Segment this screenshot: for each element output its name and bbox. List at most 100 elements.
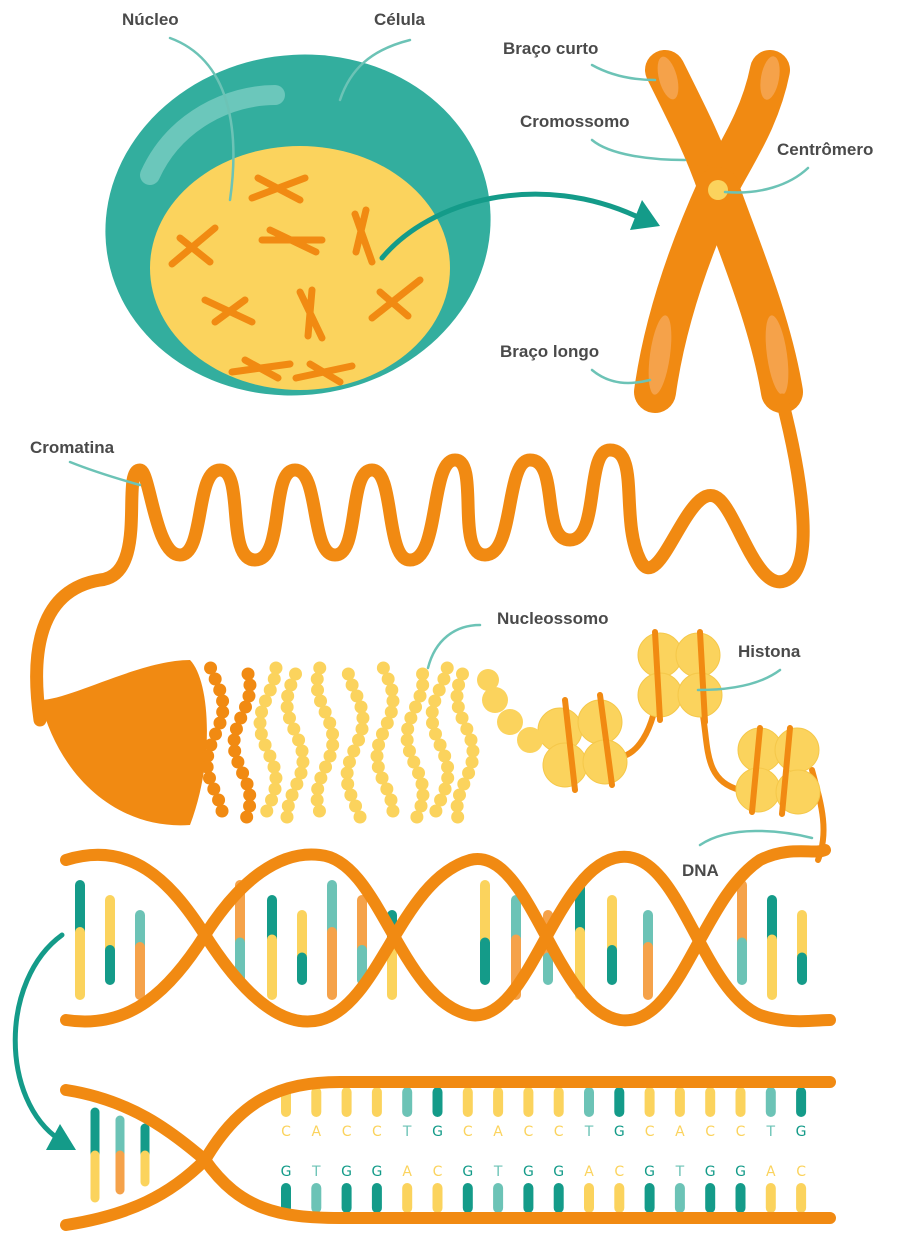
coil-bead bbox=[441, 662, 454, 675]
base-letter: G bbox=[523, 1164, 534, 1180]
coil-bead bbox=[426, 717, 439, 730]
label-cromatina: Cromatina bbox=[30, 438, 115, 457]
label-cromossomo: Cromossomo bbox=[520, 112, 630, 131]
base-letter: A bbox=[312, 1124, 322, 1140]
coil-bead bbox=[213, 684, 226, 697]
coil-bead bbox=[240, 811, 253, 824]
base-letter: G bbox=[281, 1164, 292, 1180]
coil-bead bbox=[260, 805, 273, 818]
coil-bead bbox=[268, 761, 281, 774]
coil-bead bbox=[343, 756, 356, 769]
coil-bead bbox=[242, 690, 255, 703]
base-letter: G bbox=[796, 1124, 807, 1140]
label-histona: Histona bbox=[738, 642, 801, 661]
unwound-strand-top bbox=[66, 1082, 830, 1160]
coil-bead bbox=[356, 712, 369, 725]
coil-bead bbox=[243, 800, 256, 813]
base-letter: C bbox=[705, 1124, 715, 1140]
base-letter: G bbox=[644, 1164, 655, 1180]
coil-bead bbox=[372, 761, 385, 774]
coil-bead bbox=[416, 679, 429, 692]
base-letter: C bbox=[614, 1164, 624, 1180]
base-letter: C bbox=[372, 1124, 382, 1140]
coil-bead bbox=[269, 772, 282, 785]
coil-bead bbox=[386, 805, 399, 818]
coil-bead bbox=[216, 805, 229, 818]
label-centromero: Centrômero bbox=[777, 140, 873, 159]
histone-cluster bbox=[638, 633, 722, 717]
base-letter: C bbox=[524, 1124, 534, 1140]
base-letter: T bbox=[493, 1164, 503, 1180]
coil-bead bbox=[355, 701, 368, 714]
base-letter: T bbox=[311, 1164, 321, 1180]
coil-bead bbox=[386, 695, 399, 708]
base-letter: G bbox=[371, 1164, 382, 1180]
coil-bead bbox=[282, 800, 295, 813]
coil-bead bbox=[466, 745, 479, 758]
coil-bead bbox=[438, 750, 451, 763]
coil-bead bbox=[372, 739, 385, 752]
leader-nucleossomo bbox=[428, 625, 480, 668]
base-letter: C bbox=[342, 1124, 352, 1140]
coil-bead bbox=[451, 811, 464, 824]
coil-bead bbox=[201, 761, 214, 774]
base-letter: G bbox=[341, 1164, 352, 1180]
label-nucleo: Núcleo bbox=[122, 10, 179, 29]
coil-bead bbox=[412, 767, 425, 780]
coil-bead bbox=[356, 723, 369, 736]
histone-cluster bbox=[538, 700, 627, 787]
coil-bead bbox=[286, 789, 299, 802]
coil-bead bbox=[404, 712, 417, 725]
coil-bead bbox=[313, 662, 326, 675]
coil-bead bbox=[311, 684, 324, 697]
coil-bead bbox=[292, 734, 305, 747]
coil-bead bbox=[452, 701, 465, 714]
base-letter: G bbox=[432, 1124, 443, 1140]
base-letter: C bbox=[433, 1164, 443, 1180]
coil-bead bbox=[314, 772, 327, 785]
centromere bbox=[708, 180, 728, 200]
base-letter: C bbox=[281, 1124, 291, 1140]
label-braco-curto: Braço curto bbox=[503, 39, 598, 58]
cell bbox=[83, 30, 660, 420]
label-nucleossomo: Nucleossomo bbox=[497, 609, 608, 628]
base-letter: T bbox=[402, 1124, 412, 1140]
base-letter: G bbox=[462, 1164, 473, 1180]
coil-bead bbox=[243, 679, 256, 692]
coil-bead bbox=[204, 739, 217, 752]
base-letter: C bbox=[554, 1124, 564, 1140]
coil-bead bbox=[311, 794, 324, 807]
base-letter: C bbox=[736, 1124, 746, 1140]
histone-cluster bbox=[736, 728, 820, 814]
coil-bead bbox=[255, 706, 268, 719]
leader-cromossomo bbox=[592, 140, 685, 160]
base-letter: A bbox=[402, 1164, 412, 1180]
coil-bead bbox=[242, 668, 255, 681]
coil-bead bbox=[296, 756, 309, 769]
base-letter: A bbox=[584, 1164, 594, 1180]
coil-bead bbox=[323, 717, 336, 730]
base-letter: A bbox=[675, 1124, 685, 1140]
chromatin-fan bbox=[40, 660, 207, 825]
coil-bead bbox=[281, 811, 294, 824]
coil-bead bbox=[254, 717, 267, 730]
coil-beads bbox=[201, 662, 480, 824]
base-letter: A bbox=[493, 1124, 503, 1140]
coil-bead bbox=[313, 805, 326, 818]
base-letter: G bbox=[614, 1124, 625, 1140]
coil-bead bbox=[230, 723, 243, 736]
coil-bead bbox=[269, 783, 282, 796]
coil-bead bbox=[410, 811, 423, 824]
coil-bead bbox=[228, 745, 241, 758]
coil-bead bbox=[466, 756, 479, 769]
coil-bead bbox=[401, 734, 414, 747]
coil-bead bbox=[296, 745, 309, 758]
base-letter: C bbox=[463, 1124, 473, 1140]
coil-bead bbox=[241, 778, 254, 791]
coil-bead bbox=[371, 750, 384, 763]
coil-bead bbox=[382, 673, 395, 686]
base-letter: T bbox=[675, 1164, 685, 1180]
base-letter: T bbox=[584, 1124, 594, 1140]
